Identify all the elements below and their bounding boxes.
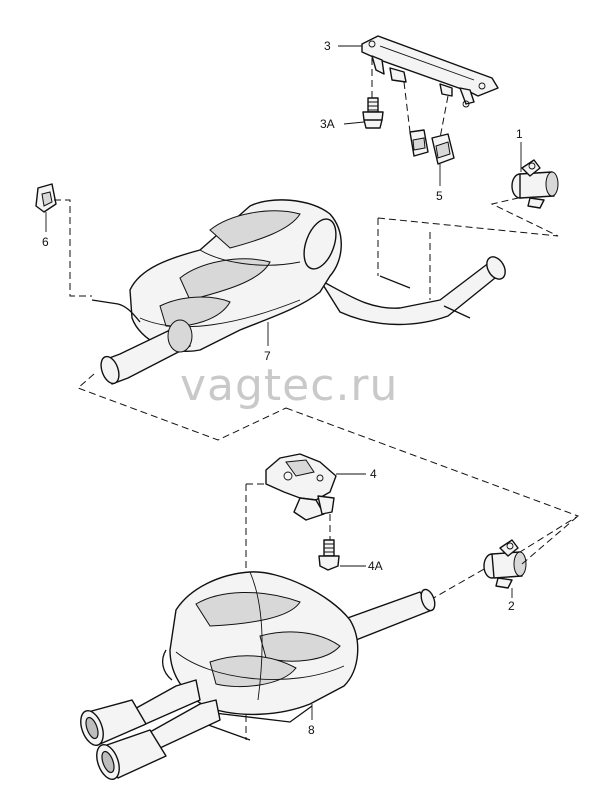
label-3: 3 [324, 39, 331, 53]
part-7-center-silencer [91, 199, 506, 385]
label-5: 5 [436, 189, 443, 203]
part-6-rubber-mount [35, 183, 57, 213]
part-4a-bolt [318, 539, 340, 571]
part-3a-bolt [362, 97, 384, 129]
label-8: 8 [308, 723, 315, 737]
part-5-rubber-mounts [409, 129, 455, 165]
label-6: 6 [42, 235, 49, 249]
part-2-clamp [483, 539, 527, 589]
label-4: 4 [370, 467, 377, 481]
part-8-rear-silencer [80, 571, 436, 780]
part-1-clamp [511, 159, 559, 209]
label-7: 7 [264, 349, 271, 363]
label-1: 1 [516, 127, 523, 141]
label-4a: 4A [368, 559, 383, 573]
part-4-rear-bracket [265, 453, 337, 521]
watermark: vagtec.ru [180, 360, 398, 411]
label-3a: 3A [320, 117, 335, 131]
part-3-bracket [361, 35, 499, 108]
label-2: 2 [508, 599, 515, 613]
